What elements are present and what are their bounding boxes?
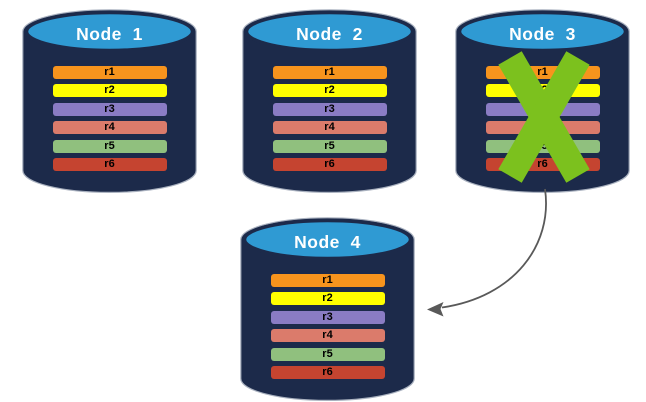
node-3: Node 3 r1 r2 r3 r4 r5 r6 [455,9,630,194]
node-title: Node 2 [296,24,363,44]
node-title: Node 1 [76,24,143,44]
failover-arrow-curve [441,188,547,309]
replica-bar-r5: r5 [52,139,167,153]
replica-stack: r1 r2 r3 r4 r5 r6 [270,274,385,384]
node-1: Node 1 r1 r2 r3 r4 r5 r6 [22,9,197,194]
replica-bar-r5: r5 [270,347,385,361]
replica-bar-r1: r1 [52,66,167,79]
cylinder-top [24,10,195,53]
replica-bar-r6: r6 [52,157,167,171]
cylinder-top [242,218,413,261]
cylinder-top [244,10,415,53]
replica-bar-r2: r2 [270,292,385,306]
replica-bar-r1: r1 [272,66,387,79]
cylinder-top [457,10,628,53]
replica-bar-r3: r3 [270,310,385,324]
failover-arrowhead-icon [427,302,444,317]
replica-stack: r1 r2 r3 r4 r5 r6 [52,66,167,176]
replica-bar-r3: r3 [52,102,167,116]
node-2: Node 2 r1 r2 r3 r4 r5 r6 [242,9,417,194]
replica-stack: r1 r2 r3 r4 r5 r6 [272,66,387,176]
replica-bar-r1: r1 [270,274,385,287]
replica-bar-r2: r2 [52,84,167,98]
replica-bar-r2: r2 [272,84,387,98]
replica-bar-r4: r4 [270,329,385,343]
failure-x-icon [498,51,590,183]
replica-bar-r4: r4 [52,121,167,135]
replica-bar-r6: r6 [272,157,387,171]
node-4: Node 4 r1 r2 r3 r4 r5 r6 [240,217,415,402]
replica-bar-r4: r4 [272,121,387,135]
replica-bar-r6: r6 [270,365,385,379]
node-title: Node 4 [294,232,361,252]
replica-bar-r3: r3 [272,102,387,116]
replica-bar-r5: r5 [272,139,387,153]
node-title: Node 3 [509,24,576,44]
